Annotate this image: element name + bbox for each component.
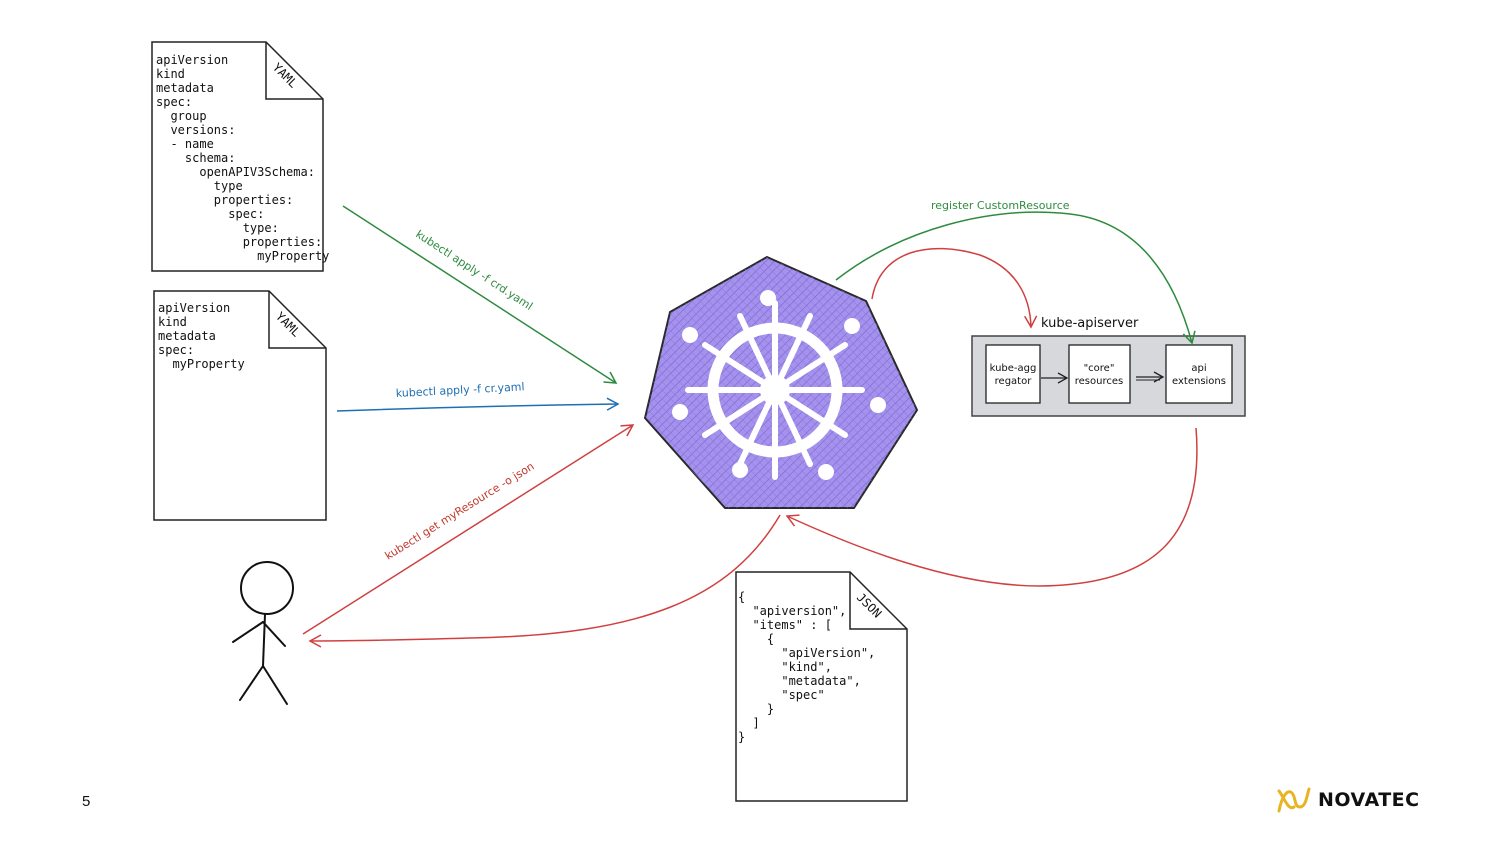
json-doc-line: ] [738, 716, 760, 730]
arrow-get-resource [302, 424, 635, 635]
json-document: JSON { "apiversion", "items" : [ { "apiV… [735, 571, 908, 802]
label-register: register CustomResource [931, 199, 1070, 212]
json-doc-line: } [738, 730, 745, 744]
brand-logo: NOVATEC [1276, 784, 1420, 816]
json-doc-line: { [738, 632, 774, 646]
cr-doc-line: kind [158, 315, 187, 329]
apiserver-box-aggregator: kube-agg regator [985, 344, 1041, 404]
cr-doc-line: metadata [158, 329, 216, 343]
extensions-line2: extensions [1172, 376, 1226, 387]
page-number: 5 [82, 793, 91, 810]
arrow-register-custom-resource [835, 211, 1196, 345]
apiserver-title: kube-apiserver [1041, 316, 1139, 331]
arrow-apiserver-to-k8s [785, 427, 1198, 587]
crd-doc-line: versions: [156, 123, 235, 137]
arrow-k8s-to-apiserver [871, 247, 1038, 329]
apiserver-box-core: "core" resources [1068, 344, 1131, 404]
crd-doc-line: openAPIV3Schema: [156, 165, 315, 179]
novatec-logo-icon [1277, 787, 1311, 813]
crd-doc-line: type [156, 179, 243, 193]
extensions-line1: api [1191, 363, 1206, 374]
json-doc-line: "apiVersion", [738, 646, 875, 660]
label-get-resource: kubectl get myResource -o json [383, 460, 537, 563]
aggregator-line1: kube-agg [990, 363, 1037, 374]
brand-name: NOVATEC [1318, 789, 1420, 811]
json-doc-line: } [738, 702, 774, 716]
crd-doc-line: apiVersion [156, 53, 228, 67]
crd-doc-line: schema: [156, 151, 235, 165]
crd-doc-line: type: [156, 221, 279, 235]
crd-doc-line: spec: [156, 95, 192, 109]
cr-doc-line: myProperty [158, 357, 245, 371]
label-apply-cr: kubectl apply -f cr.yaml [395, 380, 524, 400]
json-doc-line: "apiversion", [738, 604, 846, 618]
label-apply-crd: kubectl apply -f crd.yaml [413, 228, 535, 313]
core-line2: resources [1075, 376, 1123, 387]
stick-figure-user-icon [232, 561, 294, 705]
crd-doc-line: spec: [156, 207, 264, 221]
json-doc-line: "spec" [738, 688, 825, 702]
crd-doc-line: properties: [156, 235, 322, 249]
crd-doc-line: myProperty [156, 249, 329, 263]
core-line1: "core" [1084, 363, 1115, 374]
aggregator-line2: regator [995, 376, 1033, 387]
apiserver-box-extensions: api extensions [1165, 344, 1233, 404]
json-doc-line: "kind", [738, 660, 832, 674]
arrow-response-to-user [308, 514, 781, 648]
crd-doc-line: - name [156, 137, 214, 151]
crd-doc-line: metadata [156, 81, 214, 95]
crd-doc-line: group [156, 109, 207, 123]
kubernetes-helm-icon [643, 255, 919, 509]
json-doc-line: "items" : [ [738, 618, 832, 632]
arrow-apply-cr [336, 397, 620, 412]
json-text: { "apiversion", "items" : [ { "apiVersio… [738, 590, 875, 744]
kube-apiserver: kube-apiserver kube-agg regator "core" r… [971, 316, 1246, 417]
arrow-apply-crd [342, 205, 618, 384]
crd-doc-line: properties: [156, 193, 293, 207]
json-doc-line: { [738, 590, 745, 604]
cr-doc-line: spec: [158, 343, 194, 357]
cr-doc-line: apiVersion [158, 301, 230, 315]
crd-doc-line: kind [156, 67, 185, 81]
json-doc-line: "metadata", [738, 674, 861, 688]
